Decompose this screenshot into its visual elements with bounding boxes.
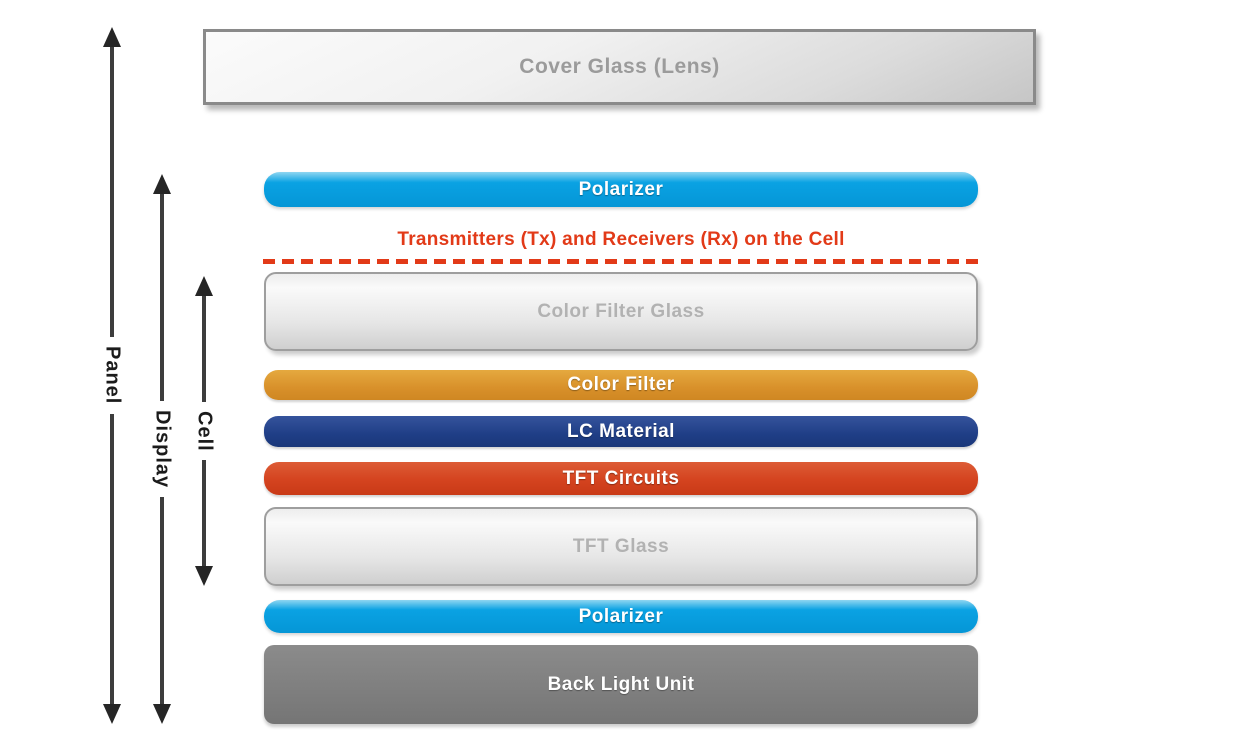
layer-color-filter-label: Color Filter bbox=[567, 374, 675, 395]
arrow-up-icon bbox=[195, 276, 213, 296]
layer-polarizer-bottom-label: Polarizer bbox=[578, 605, 664, 627]
layer-color-filter-glass: Color Filter Glass bbox=[264, 272, 978, 351]
arrow-line bbox=[110, 47, 114, 338]
arrow-up-icon bbox=[103, 27, 121, 47]
layer-back-light-unit: Back Light Unit bbox=[264, 645, 978, 724]
layer-tft-circuits-label: TFT Circuits bbox=[562, 467, 680, 489]
tx-rx-annotation: Transmitters (Tx) and Receivers (Rx) on … bbox=[397, 229, 845, 250]
layer-polarizer-top-label: Polarizer bbox=[578, 178, 664, 200]
layer-color-filter-glass-label: Color Filter Glass bbox=[537, 300, 705, 322]
cell-range-arrow: Cell bbox=[191, 276, 217, 586]
tx-rx-dashed-line bbox=[263, 259, 979, 264]
arrow-line bbox=[160, 194, 164, 401]
layer-cover-glass-label: Cover Glass (Lens) bbox=[519, 55, 720, 78]
layer-lc-material-label: LC Material bbox=[567, 420, 675, 442]
arrow-up-icon bbox=[153, 174, 171, 194]
layer-cover-glass: Cover Glass (Lens) bbox=[203, 29, 1036, 105]
layer-lc-material: LC Material bbox=[264, 416, 978, 447]
layer-color-filter: Color Filter bbox=[264, 370, 978, 400]
panel-range-label: Panel bbox=[101, 346, 124, 405]
layer-tft-circuits: TFT Circuits bbox=[264, 462, 978, 495]
arrow-line bbox=[202, 296, 206, 402]
display-range-label: Display bbox=[151, 409, 174, 489]
arrow-line bbox=[202, 460, 206, 566]
layer-polarizer-top: Polarizer bbox=[264, 172, 978, 207]
arrow-down-icon bbox=[195, 566, 213, 586]
cell-range-label: Cell bbox=[193, 410, 216, 452]
arrow-line bbox=[160, 497, 164, 704]
layer-tft-glass: TFT Glass bbox=[264, 507, 978, 586]
arrow-down-icon bbox=[153, 704, 171, 724]
display-range-arrow: Display bbox=[149, 174, 175, 724]
arrow-line bbox=[110, 413, 114, 705]
arrow-down-icon bbox=[103, 704, 121, 725]
layer-polarizer-bottom: Polarizer bbox=[264, 600, 978, 633]
panel-range-arrow: Panel bbox=[99, 27, 125, 725]
layer-tft-glass-label: TFT Glass bbox=[572, 535, 670, 557]
layer-back-light-unit-label: Back Light Unit bbox=[547, 673, 695, 695]
